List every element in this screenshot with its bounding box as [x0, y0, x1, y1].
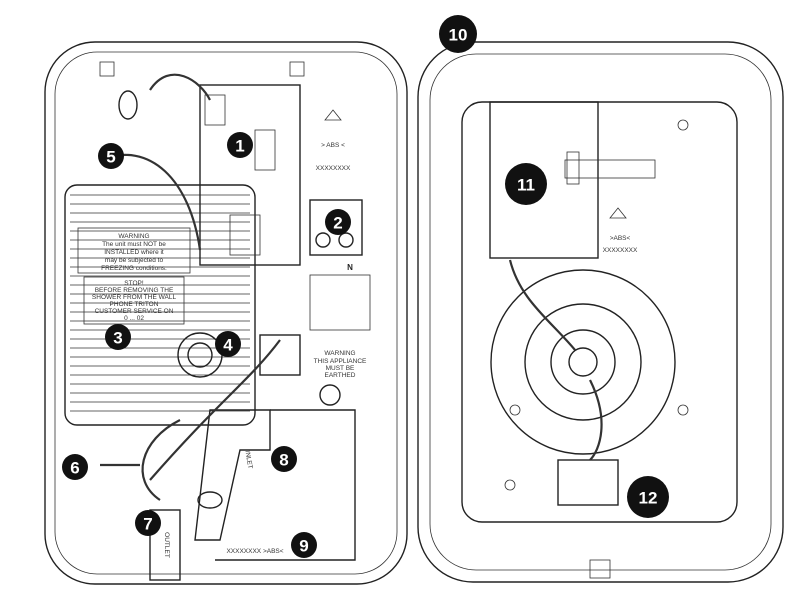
warning-line: FREEZING conditions. [101, 265, 167, 272]
warning-line: INSTALLED where it [104, 249, 164, 256]
callout-number: 3 [113, 329, 122, 348]
callout-12: 12 [627, 476, 669, 518]
stop-line: 0 ... 02 [124, 315, 144, 322]
callout-8: 8 [271, 446, 297, 472]
earth-warning-line: THIS APPLIANCE [314, 358, 367, 365]
earth-warning-line: MUST BE [326, 365, 355, 372]
abs-label: > ABS < [321, 142, 345, 149]
callout-number: 10 [449, 26, 468, 45]
outlet-pipe [149, 509, 181, 581]
earth-warning-title: WARNING [324, 350, 355, 357]
callout-number: 7 [143, 515, 152, 534]
callout-number: 8 [279, 451, 288, 470]
callout-5: 5 [98, 143, 124, 169]
bottom-code-label: XXXXXXXX >ABS< [226, 548, 283, 555]
warning-line: may be subjected to [105, 257, 164, 264]
earth-warning-line: EARTHED [325, 372, 356, 379]
code-label-right: XXXXXXXX [603, 247, 638, 254]
callout-10: 10 [439, 15, 477, 53]
callout-6: 6 [62, 454, 88, 480]
terminal-block [309, 199, 363, 256]
stop-title: STOP! [124, 280, 144, 287]
callout-11: 11 [505, 163, 547, 205]
callout-4: 4 [215, 331, 241, 357]
callout-number: 2 [333, 214, 342, 233]
heater-tank [64, 184, 256, 426]
inlet-label: INLET [243, 450, 253, 469]
pcb-cover [489, 101, 599, 259]
open-shower-unit: N > ABS < XXXXXXXX WARNING The unit must… [44, 41, 408, 585]
warning-title: WARNING [118, 233, 149, 240]
callout-1: 1 [227, 132, 253, 158]
callout-3: 3 [105, 324, 131, 350]
callout-9: 9 [291, 532, 317, 558]
cable-entry [557, 459, 619, 506]
callout-number: 4 [223, 336, 233, 355]
stop-line: PHONE TRITON [110, 301, 159, 308]
callout-number: 5 [106, 148, 115, 167]
pcb [199, 84, 301, 266]
control-knob-housing [490, 269, 676, 455]
stop-line: BEFORE REMOVING THE [95, 287, 174, 294]
stop-line: SHOWER FROM THE WALL [92, 294, 177, 301]
rear-cover: >ABS< XXXXXXXX [417, 41, 784, 583]
stop-sticker [83, 276, 185, 325]
callout-number: 12 [639, 489, 658, 508]
callout-number: 11 [517, 176, 535, 195]
inlet-pipe [194, 409, 271, 541]
callout-number: 6 [70, 459, 79, 478]
abs-label-right: >ABS< [610, 235, 631, 242]
warning-line: The unit must NOT be [102, 241, 166, 248]
warning-sticker [77, 227, 191, 274]
code-label: XXXXXXXX [316, 165, 351, 172]
neutral-label: N [347, 263, 353, 272]
callout-7: 7 [135, 510, 161, 536]
callout-2: 2 [325, 209, 351, 235]
callout-number: 9 [299, 537, 308, 556]
callout-number: 1 [235, 137, 244, 156]
outlet-label: OUTLET [163, 532, 170, 558]
stop-line: CUSTOMER SERVICE ON [95, 308, 174, 315]
